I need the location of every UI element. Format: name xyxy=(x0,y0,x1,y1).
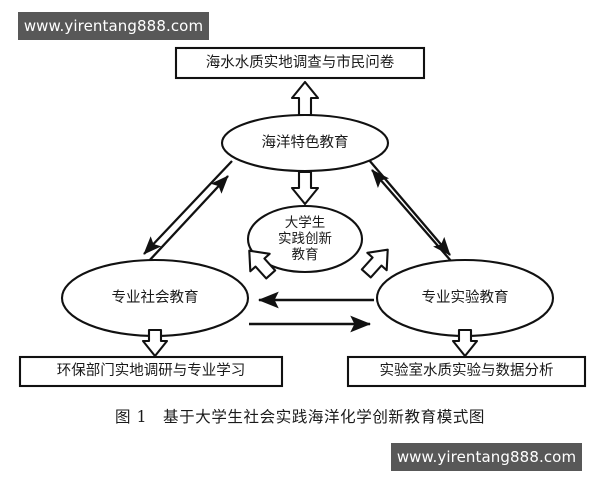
connector-top-to-right-arrow xyxy=(368,159,451,256)
block-arrow-left-ellipse-to-bottom-left-box xyxy=(141,328,169,358)
block-arrow-top-ellipse-to-center xyxy=(290,170,320,206)
block-arrow-right-ellipse-to-center xyxy=(360,248,389,279)
top-box-shape xyxy=(174,46,426,80)
top-ellipse-shape xyxy=(220,113,390,173)
figure-number: 图 1 xyxy=(114,408,148,426)
figure-caption-text: 基于大学生社会实践海洋化学创新教育模式图 xyxy=(163,408,486,426)
watermark-bottom: www.yirentang888.com xyxy=(391,443,582,471)
block-arrow-top-ellipse-to-top-box xyxy=(290,80,320,117)
block-arrow-left-ellipse-to-center xyxy=(248,249,277,280)
bottom-right-box-shape xyxy=(346,355,587,388)
left-ellipse-shape xyxy=(60,258,250,338)
right-ellipse-shape xyxy=(375,258,555,338)
block-arrow-right-ellipse-to-bottom-right-box xyxy=(451,328,479,358)
connector-top-to-left-arrow xyxy=(143,160,233,255)
watermark-top: www.yirentang888.com xyxy=(18,12,209,40)
center-ellipse-shape xyxy=(246,204,364,274)
figure-caption: 图 1 基于大学生社会实践海洋化学创新教育模式图 xyxy=(0,405,600,427)
bottom-left-box-shape xyxy=(18,355,284,388)
